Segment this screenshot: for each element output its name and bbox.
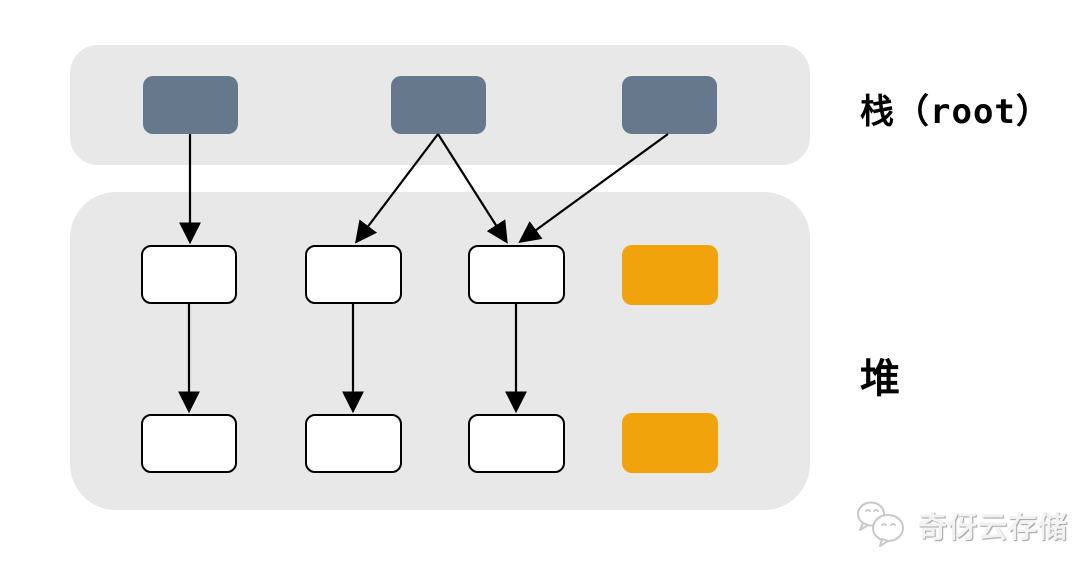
heap-obj-3-box [468, 245, 565, 304]
heap-obj-5-box [305, 414, 402, 473]
stack-ref-3-box [622, 76, 717, 134]
stack-ref-2-box [391, 76, 486, 134]
heap-obj-6-box [468, 414, 565, 473]
wechat-chat-bubbles-icon [857, 501, 904, 547]
garbage-obj-1-box [622, 245, 718, 305]
watermark: 奇伢云存储 [854, 500, 1068, 550]
stack-ref-1-box [143, 76, 238, 134]
watermark-text: 奇伢云存储 [918, 510, 1069, 544]
heap-obj-2-box [305, 245, 402, 304]
heap-label: 堆 [860, 356, 900, 402]
garbage-obj-2-box [622, 413, 718, 473]
heap-obj-1-box [141, 245, 237, 304]
heap-obj-4-box [141, 414, 237, 473]
stack-root-label: 栈（root） [860, 92, 1051, 132]
